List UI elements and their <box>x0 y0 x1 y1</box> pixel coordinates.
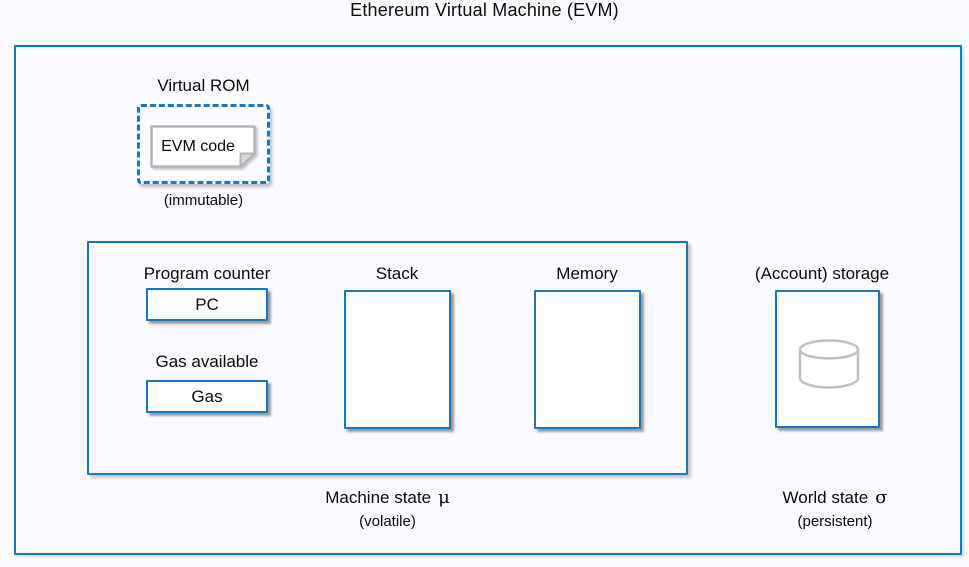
pc-box: PC <box>146 288 268 321</box>
gas-box-label: Gas <box>191 386 223 406</box>
world-state-caption-text: World state <box>782 488 869 507</box>
world-state-caption: World state σ <box>725 487 945 508</box>
machine-state-box <box>87 241 688 475</box>
world-state-note: (persistent) <box>797 513 873 530</box>
mu-symbol: μ <box>438 487 450 508</box>
virtual-rom-label: Virtual ROM <box>157 76 250 95</box>
stack-label: Stack <box>375 264 419 283</box>
evm-code-label: EVM code <box>161 137 235 155</box>
sigma-symbol: σ <box>875 487 888 508</box>
diagram-title: Ethereum Virtual Machine (EVM) <box>350 0 619 20</box>
gas-box: Gas <box>146 380 268 413</box>
machine-state-note: (volatile) <box>359 513 416 530</box>
gas-available-label: Gas available <box>155 352 259 371</box>
pc-box-label: PC <box>195 294 219 314</box>
memory-label: Memory <box>556 264 618 283</box>
account-storage-label: (Account) storage <box>754 264 890 283</box>
virtual-rom-note: (immutable) <box>163 192 244 209</box>
program-counter-label: Program counter <box>143 264 271 283</box>
evm-outer-box <box>14 45 962 555</box>
stack-box <box>344 290 451 429</box>
memory-box <box>534 290 641 429</box>
evm-code-document-icon <box>150 125 256 168</box>
machine-state-caption-text: Machine state <box>325 488 432 507</box>
database-cylinder-icon <box>797 338 861 390</box>
machine-state-caption: Machine state μ <box>87 487 688 508</box>
account-storage-box <box>775 290 880 428</box>
